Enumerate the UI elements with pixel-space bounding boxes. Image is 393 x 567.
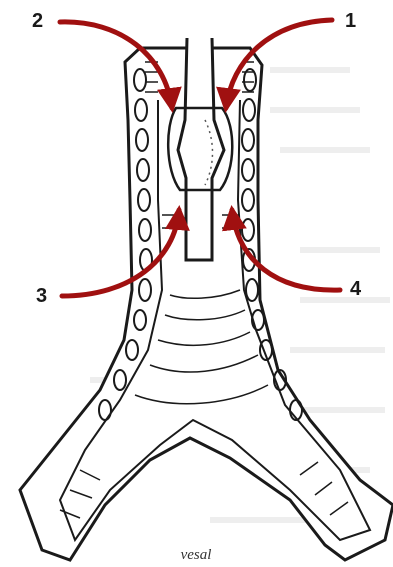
callout-label-2: 2 bbox=[32, 10, 43, 32]
figure-caption: vesal bbox=[181, 547, 212, 563]
callout-label-4: 4 bbox=[350, 278, 362, 300]
callout-label-1: 1 bbox=[345, 10, 356, 32]
callout-label-3: 3 bbox=[36, 285, 47, 307]
